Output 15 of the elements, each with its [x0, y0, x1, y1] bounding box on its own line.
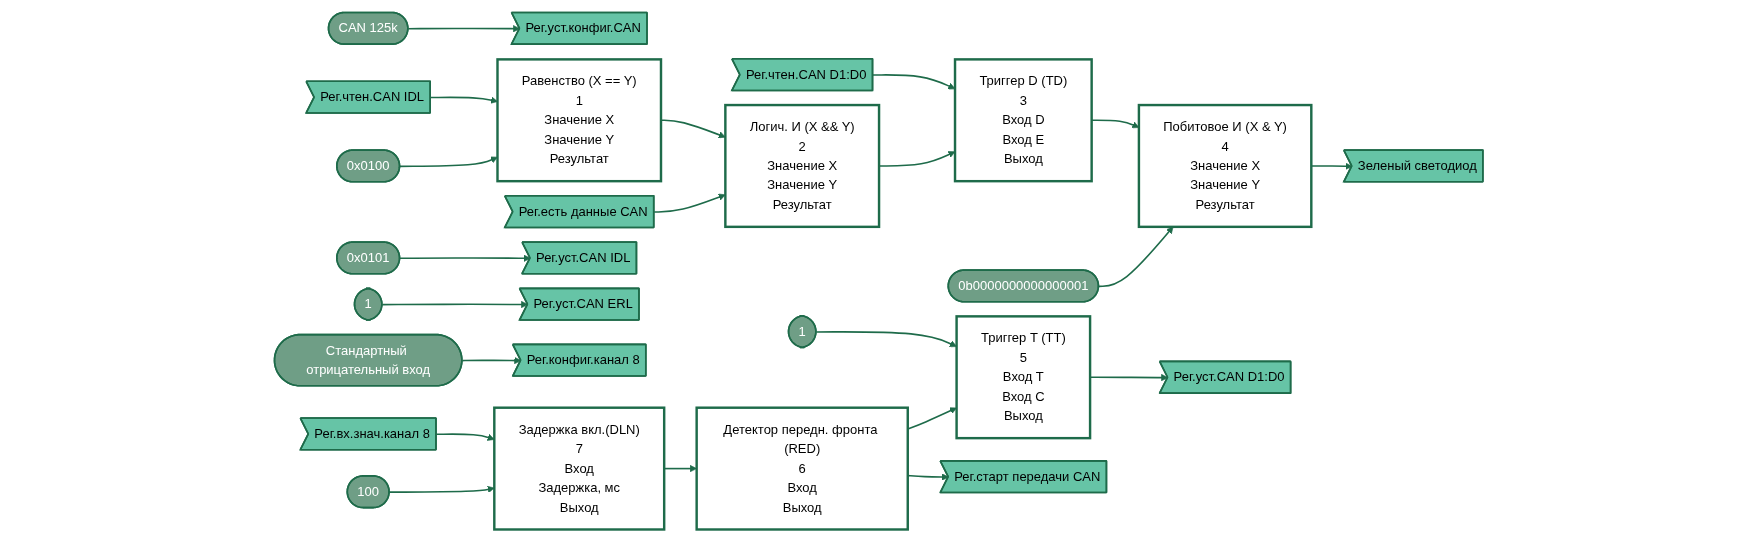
node-box: Равенство (X == Y) 1 Значение X Значение Y Результат	[496, 58, 663, 183]
node-box: Триггер D (TD) 3 Вход D Вход E Выход	[954, 58, 1094, 183]
arrow	[1098, 226, 1174, 288]
arrow	[435, 433, 495, 441]
node-box: Триггер T (TT) 5 Вход T Вход C Выход	[955, 315, 1092, 440]
node-box: Логич. И (X && Y) 2 Значение X Значение Y Результат	[724, 103, 881, 229]
arrow	[407, 25, 521, 33]
arrow	[653, 193, 726, 213]
node-box: Побитовое И (X & Y) 4 Значение X Значение Y Результат	[1138, 103, 1313, 229]
arrow	[461, 356, 522, 365]
node-box: Задержка вкл.(DLN) 7 Вход Задержка, мс Выход	[493, 406, 666, 531]
arrow	[399, 254, 531, 262]
arrow	[872, 74, 956, 90]
arrow	[1091, 119, 1140, 129]
node-box: Детектор передн. фронта (RED) 6 Вход Выход	[695, 406, 910, 531]
